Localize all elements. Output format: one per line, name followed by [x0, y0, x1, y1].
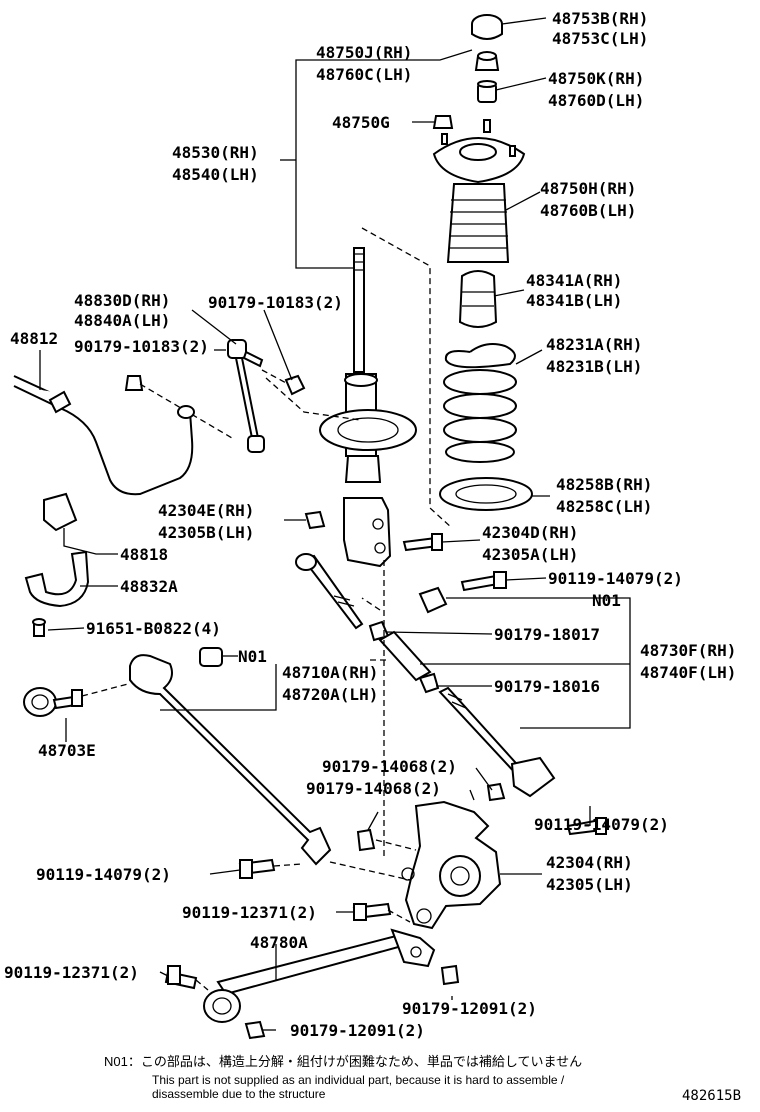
- label-90179-14068-a[interactable]: 90179-14068(2): [322, 757, 457, 776]
- leader-lines: [39, 17, 631, 1031]
- label-48840A[interactable]: 48840A(LH): [74, 311, 170, 330]
- label-42304[interactable]: 42304(RH): [546, 853, 633, 872]
- label-48760D[interactable]: 48760D(LH): [548, 91, 644, 110]
- label-48750K[interactable]: 48750K(RH): [548, 69, 644, 88]
- label-90119-12371-b[interactable]: 90119-12371(2): [4, 963, 139, 982]
- dust-boot: [446, 183, 510, 263]
- trailing-bolt: [238, 858, 276, 879]
- label-90179-12091-a[interactable]: 90179-12091(2): [402, 999, 537, 1018]
- label-48231B[interactable]: 48231B(LH): [546, 357, 642, 376]
- label-48760B[interactable]: 48760B(LH): [540, 201, 636, 220]
- diagram-id: 482615B: [682, 1088, 741, 1104]
- label-48341A[interactable]: 48341A(RH): [526, 271, 622, 290]
- label-48780A[interactable]: 48780A: [250, 933, 308, 952]
- label-90179-18016[interactable]: 90179-18016: [494, 677, 600, 696]
- label-42304D[interactable]: 42304D(RH): [482, 523, 578, 542]
- strut-dashed-outline: [361, 227, 453, 529]
- label-48740F[interactable]: 48740F(LH): [640, 663, 736, 682]
- label-48750H[interactable]: 48750H(RH): [540, 179, 636, 198]
- knuckle-bolt-a: [566, 817, 607, 836]
- trailing-arm-bushing: [199, 647, 223, 667]
- stabilizer-bushing: [43, 492, 78, 532]
- label-48341B[interactable]: 48341B(LH): [526, 291, 622, 310]
- note-english-line-2: disassemble due to the structure: [152, 1087, 326, 1101]
- label-48720A[interactable]: 48720A(LH): [282, 685, 378, 704]
- lower-lateral-link: [438, 686, 556, 798]
- label-48760C[interactable]: 48760C(LH): [316, 65, 412, 84]
- adjust-nut-b: [418, 672, 440, 694]
- label-48710A[interactable]: 48710A(RH): [282, 663, 378, 682]
- stabilizer-bar: [13, 375, 195, 496]
- trailing-arm: [129, 654, 332, 866]
- label-N01-a[interactable]: N01: [592, 591, 621, 610]
- label-48703E[interactable]: 48703E: [38, 741, 96, 760]
- label-90119-12371-a[interactable]: 90119-12371(2): [182, 903, 317, 922]
- shock-absorber: [319, 247, 417, 568]
- link-bushing-a: [418, 586, 448, 614]
- label-90179-12091-b[interactable]: 90179-12091(2): [290, 1021, 425, 1040]
- label-48530[interactable]: 48530(RH): [172, 143, 259, 162]
- label-42305[interactable]: 42305(LH): [546, 875, 633, 894]
- label-48753C[interactable]: 48753C(LH): [552, 29, 648, 48]
- footer-notes: N01：この部品は、構造上分解・組付けが困難なため、単品では補給していません T…: [104, 1054, 741, 1104]
- label-42305B[interactable]: 42305B(LH): [158, 523, 254, 542]
- lower-arm-nut-b: [244, 1020, 266, 1040]
- adjust-sleeve: [378, 630, 432, 682]
- label-48258B[interactable]: 48258B(RH): [556, 475, 652, 494]
- stabilizer-bracket: [24, 550, 90, 608]
- link-nut-upper: [284, 374, 306, 396]
- strut-top-nut: [474, 51, 500, 71]
- spring-lower-insulator: [439, 477, 533, 511]
- label-48750G[interactable]: 48750G: [332, 113, 390, 132]
- label-48818[interactable]: 48818: [120, 545, 168, 564]
- knuckle-nut-b: [356, 828, 376, 852]
- label-90119-14079-a[interactable]: 90119-14079(2): [548, 569, 683, 588]
- strut-upper-mount: [432, 119, 526, 184]
- label-90179-18017[interactable]: 90179-18017: [494, 625, 600, 644]
- lower-arm-nut-a: [440, 964, 460, 986]
- link-bolt-a: [460, 571, 507, 592]
- label-90119-14079-c[interactable]: 90119-14079(2): [36, 865, 171, 884]
- lower-arm-bolt-a: [352, 902, 392, 921]
- strut-bracket-bolt: [402, 533, 443, 552]
- part-labels: 48753B(RH) 48753C(LH) 48750J(RH) 48760C(…: [4, 9, 736, 1040]
- note-english-line-1: This part is not supplied as an individu…: [152, 1073, 565, 1087]
- label-48730F[interactable]: 48730F(RH): [640, 641, 736, 660]
- label-90179-10183-a[interactable]: 90179-10183(2): [208, 293, 343, 312]
- label-48750J[interactable]: 48750J(RH): [316, 43, 412, 62]
- label-90179-10183-b[interactable]: 90179-10183(2): [74, 337, 209, 356]
- coil-spring: [443, 343, 517, 463]
- strut-mount-cap: [471, 14, 503, 40]
- strut-collar: [477, 80, 497, 103]
- label-48830D[interactable]: 48830D(RH): [74, 291, 170, 310]
- strut-mount-nut: [432, 115, 454, 129]
- label-48753B[interactable]: 48753B(RH): [552, 9, 648, 28]
- label-48540[interactable]: 48540(LH): [172, 165, 259, 184]
- label-91651-B0822[interactable]: 91651-B0822(4): [86, 619, 221, 638]
- label-48812[interactable]: 48812: [10, 329, 58, 348]
- label-42304E[interactable]: 42304E(RH): [158, 501, 254, 520]
- lower-arm: [203, 928, 436, 1023]
- bump-stopper: [458, 270, 498, 328]
- knuckle-nut-a: [486, 782, 506, 802]
- label-90119-14079-b[interactable]: 90119-14079(2): [534, 815, 669, 834]
- link-nut-lower: [124, 375, 144, 391]
- bracket-bolt: [32, 618, 46, 637]
- rear-knuckle: [401, 800, 502, 930]
- label-48258C[interactable]: 48258C(LH): [556, 497, 652, 516]
- upper-lateral-link: [295, 553, 364, 630]
- label-90179-14068-b[interactable]: 90179-14068(2): [306, 779, 441, 798]
- trailing-arm-bolt: [52, 689, 84, 710]
- label-42305A[interactable]: 42305A(LH): [482, 545, 578, 564]
- lower-arm-bolt-b: [164, 965, 198, 990]
- label-48231A[interactable]: 48231A(RH): [546, 335, 642, 354]
- label-N01-b[interactable]: N01: [238, 647, 267, 666]
- label-48832A[interactable]: 48832A: [120, 577, 178, 596]
- strut-bracket-nut: [304, 510, 326, 530]
- stabilizer-link: [227, 339, 265, 453]
- trailing-arm-front-bushing: [23, 687, 57, 717]
- note-japanese: N01：この部品は、構造上分解・組付けが困難なため、単品では補給していません: [104, 1054, 582, 1069]
